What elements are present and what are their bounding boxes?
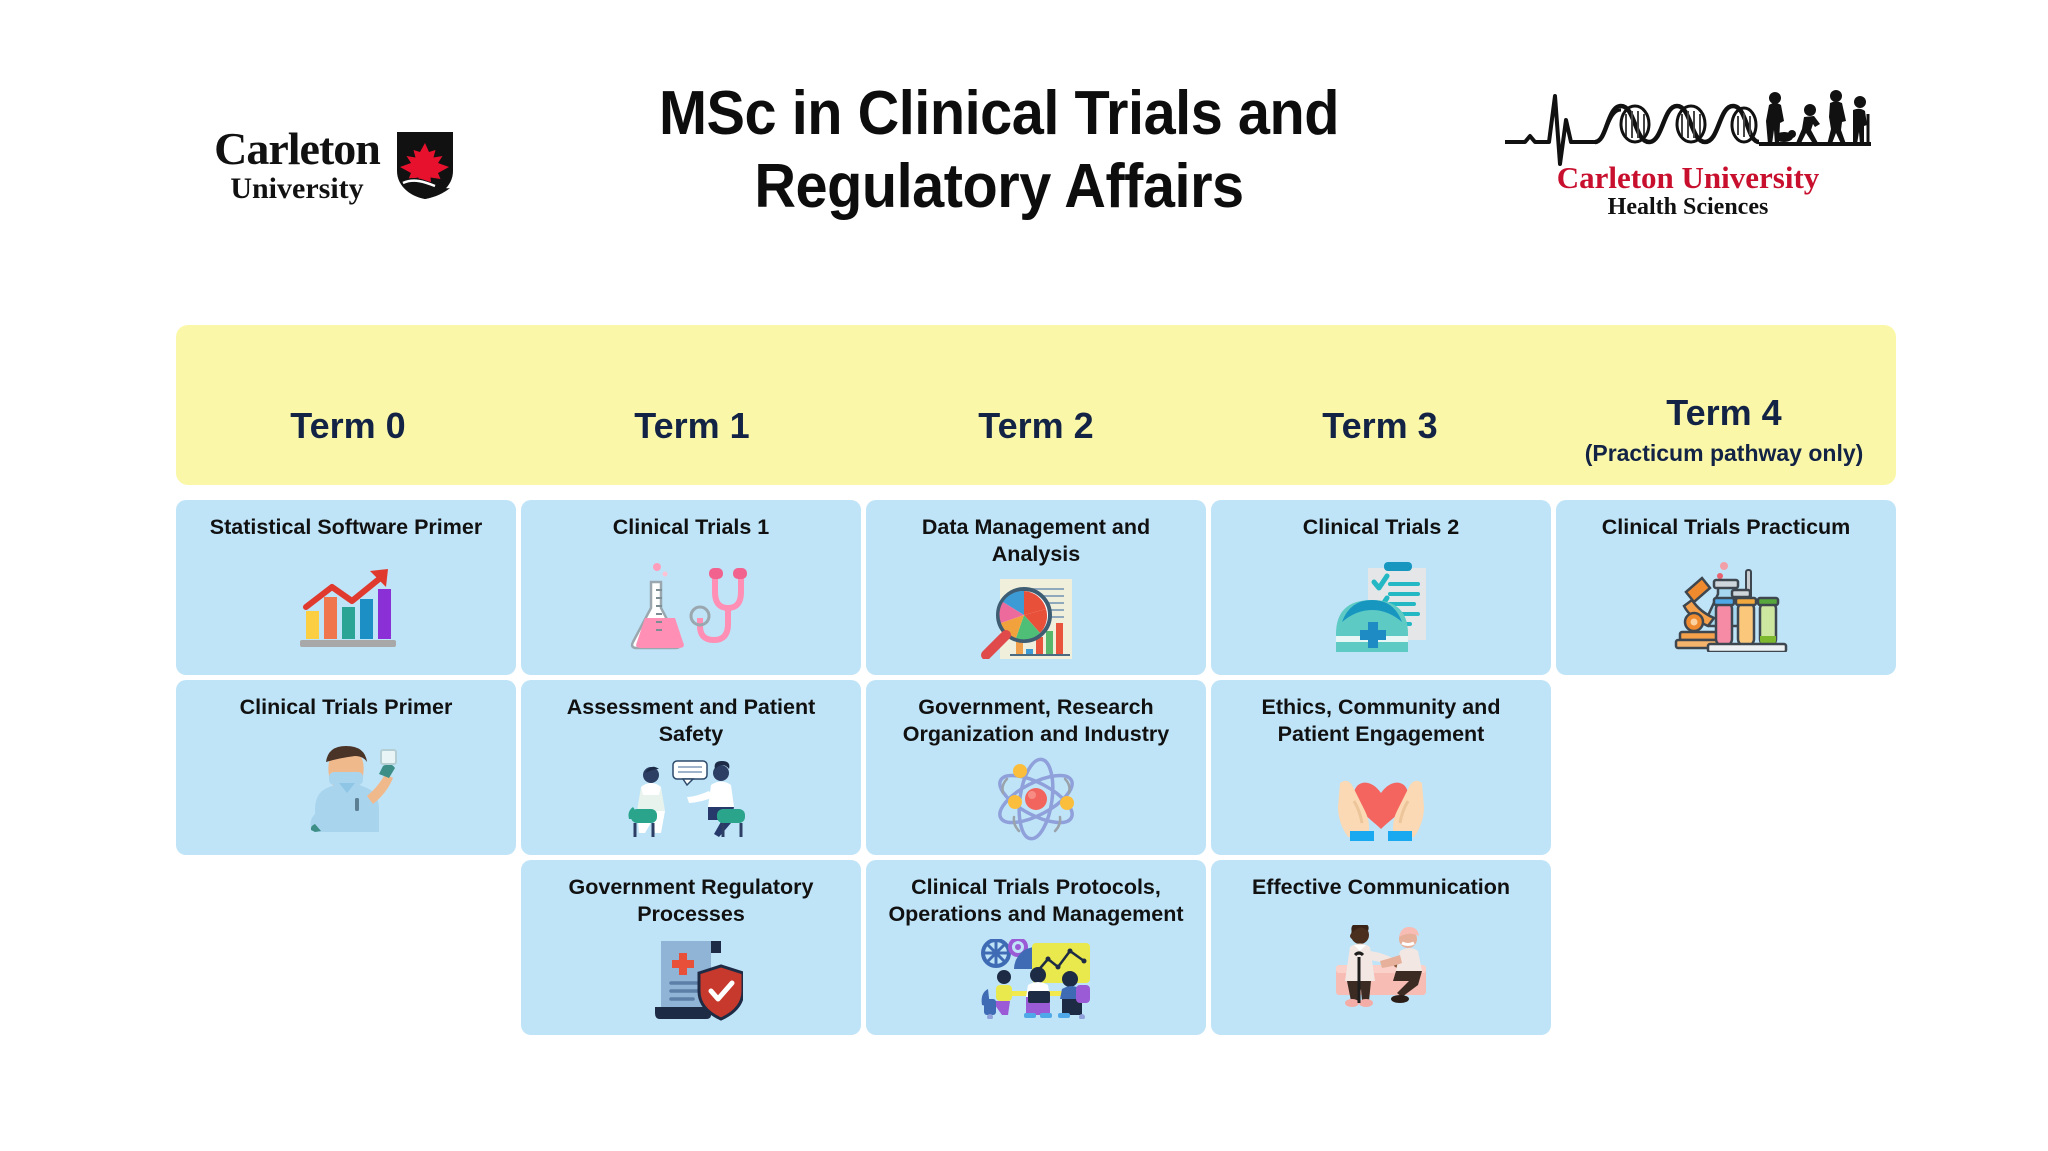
- course-card-clinical-trials-primer[interactable]: Clinical Trials Primer: [176, 680, 516, 855]
- course-title: Government, Research Organization and In…: [902, 695, 1170, 746]
- header: Carleton University MSc in Clinical Tria…: [0, 0, 2048, 300]
- course-card-ethics-community-and-patient-engagement[interactable]: Ethics, Community and Patient Engagement: [1211, 680, 1551, 855]
- hands-holding-heart-icon: [1223, 750, 1539, 849]
- term-header-1: Term 1: [520, 325, 864, 485]
- course-card-assessment-and-patient-safety[interactable]: Assessment and Patient Safety: [521, 680, 861, 855]
- term-label: Term 3: [1322, 405, 1438, 446]
- course-title: Effective Communication: [1251, 875, 1511, 899]
- course-title: Clinical Trials Protocols, Operations an…: [888, 875, 1184, 926]
- course-title: Government Regulatory Processes: [568, 875, 814, 926]
- term-label: Term 4: [1666, 391, 1782, 433]
- term-column-1: Clinical Trials 1: [521, 500, 861, 1035]
- team-meeting-icon: [878, 930, 1194, 1029]
- course-grid: Statistical Software Primer Clini: [176, 500, 1896, 1035]
- term-column-4: Clinical Trials Practicum: [1556, 500, 1896, 1035]
- course-card-clinical-trials-1[interactable]: Clinical Trials 1: [521, 500, 861, 675]
- bar-chart-growth-icon: [188, 543, 504, 669]
- carleton-university-logo: Carleton University: [170, 126, 500, 204]
- term-header-3: Term 3: [1208, 325, 1552, 485]
- magnifier-pie-chart-report-icon: [878, 570, 1194, 669]
- course-title: Clinical Trials 1: [612, 515, 770, 539]
- doctor-patient-bedside-icon: [1223, 903, 1539, 1029]
- course-title: Statistical Software Primer: [209, 515, 483, 539]
- term-label: Term 2: [978, 405, 1094, 446]
- flask-stethoscope-icon: [533, 543, 849, 669]
- course-title: Clinical Trials Practicum: [1601, 515, 1851, 539]
- course-title: Data Management and Analysis: [921, 515, 1151, 566]
- grid-spacer: [1556, 680, 1896, 855]
- course-card-government-regulatory-processes[interactable]: Government Regulatory Processes: [521, 860, 861, 1035]
- course-card-clinical-trials-protocols-operations-and-management[interactable]: Clinical Trials Protocols, Operations an…: [866, 860, 1206, 1035]
- term-header-0: Term 0: [176, 325, 520, 485]
- carleton-logo-line2: University: [230, 172, 364, 205]
- term-column-2: Data Management and Analysis: [866, 500, 1206, 1035]
- nurse-cap-checklist-icon: [1223, 543, 1539, 669]
- ecg-dna-life-stages-icon: [1505, 89, 1871, 166]
- page-title: MSc in Clinical Trials and Regulatory Af…: [658, 78, 1340, 221]
- course-title: Clinical Trials 2: [1302, 515, 1460, 539]
- medical-document-shield-icon: [533, 930, 849, 1029]
- course-card-government-research-organization-and-industry[interactable]: Government, Research Organization and In…: [866, 680, 1206, 855]
- health-sciences-line1: Carleton University: [1556, 159, 1820, 195]
- term-header-2: Term 2: [864, 325, 1208, 485]
- course-title: Ethics, Community and Patient Engagement: [1261, 695, 1501, 746]
- microscope-test-tubes-icon: [1568, 543, 1884, 669]
- course-title: Clinical Trials Primer: [239, 695, 453, 719]
- term-column-3: Clinical Trials 2: [1211, 500, 1551, 1035]
- course-card-data-management-and-analysis[interactable]: Data Management and Analysis: [866, 500, 1206, 675]
- course-card-effective-communication[interactable]: Effective Communication: [1211, 860, 1551, 1035]
- course-card-statistical-software-primer[interactable]: Statistical Software Primer: [176, 500, 516, 675]
- term-header-4: Term 4 (Practicum pathway only): [1552, 325, 1896, 485]
- course-title: Assessment and Patient Safety: [566, 695, 816, 746]
- atom-icon: [878, 750, 1194, 849]
- term-header-band: Term 0 Term 1 Term 2 Term 3 Term 4 (Prac…: [176, 325, 1896, 485]
- course-card-clinical-trials-2[interactable]: Clinical Trials 2: [1211, 500, 1551, 675]
- term-column-0: Statistical Software Primer Clini: [176, 500, 516, 1035]
- course-card-clinical-trials-practicum[interactable]: Clinical Trials Practicum: [1556, 500, 1896, 675]
- clinician-with-sample-icon: [188, 723, 504, 849]
- term-label: Term 0: [290, 405, 406, 446]
- term-label: Term 1: [634, 405, 750, 446]
- health-sciences-line2: Health Sciences: [1607, 194, 1769, 221]
- grid-spacer: [1556, 860, 1896, 1035]
- patient-consultation-icon: [533, 750, 849, 849]
- term-sublabel: (Practicum pathway only): [1584, 439, 1864, 466]
- carleton-shield-maple-leaf-icon: [396, 132, 453, 199]
- title-container: MSc in Clinical Trials and Regulatory Af…: [500, 77, 1498, 223]
- health-sciences-logo: Carleton University Health Sciences: [1498, 80, 1878, 221]
- carleton-logo-line1: Carleton: [214, 123, 381, 174]
